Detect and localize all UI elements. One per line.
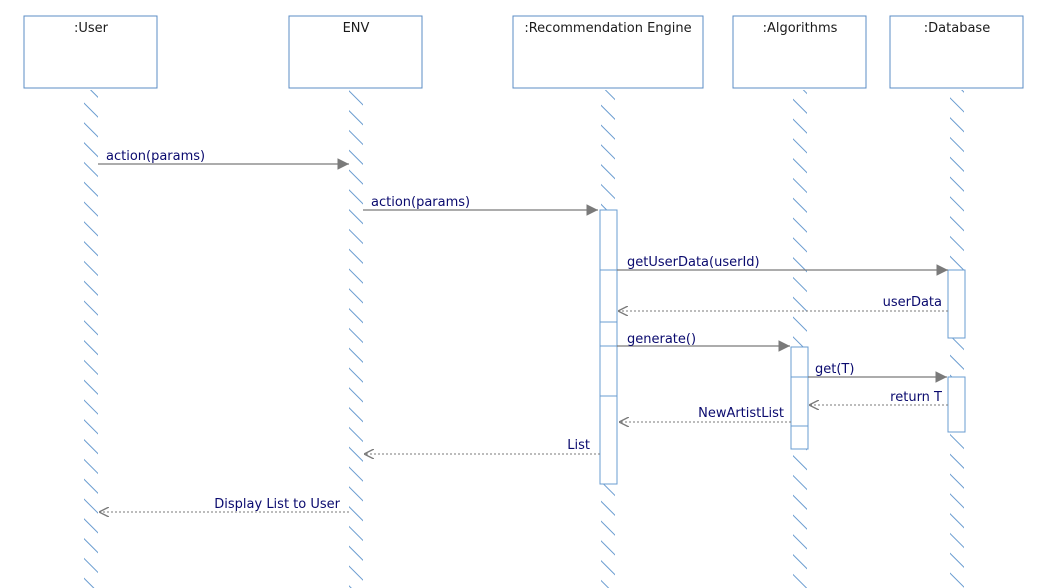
message-4-label: userData (883, 295, 942, 310)
lifeline-env-label: ENV (343, 21, 370, 36)
message-3[interactable]: getUserData(userId) (617, 255, 948, 276)
message-10-label: Display List to User (214, 497, 340, 512)
message-9-label: List (567, 438, 590, 453)
lifeline-user: :User (23, 15, 158, 588)
message-1-label: action(params) (106, 149, 205, 164)
lifeline-algorithms-head[interactable] (732, 15, 867, 89)
message-5[interactable]: generate() (617, 332, 790, 352)
lifeline-database-label: :Database (924, 21, 990, 36)
lifeline-env-line (349, 90, 363, 588)
lifeline-algorithms-label: :Algorithms (763, 21, 838, 36)
lifeline-algorithms-line (793, 90, 807, 588)
activation-algorithms-bar (790, 346, 809, 450)
message-9[interactable]: List (364, 438, 600, 454)
message-7-label: return T (890, 390, 942, 405)
activation-database-bar-2 (947, 376, 966, 433)
lifeline-engine-head[interactable] (512, 15, 704, 89)
lifeline-user-label: :User (74, 21, 109, 36)
message-6-label: get(T) (815, 362, 854, 377)
message-10[interactable]: Display List to User (99, 497, 349, 512)
message-2[interactable]: action(params) (363, 195, 598, 216)
lifeline-env-head[interactable] (288, 15, 423, 89)
message-8[interactable]: NewArtistList (619, 406, 791, 422)
message-7[interactable]: return T (809, 390, 948, 405)
activation-database-bar-1 (947, 269, 966, 339)
activation-engine-bar (599, 209, 618, 485)
activation-database (947, 269, 966, 433)
lifeline-user-head[interactable] (23, 15, 158, 89)
activation-algorithms (790, 346, 809, 450)
message-1[interactable]: action(params) (98, 149, 349, 170)
lifeline-user-line (84, 90, 98, 588)
lifeline-database-line (950, 90, 964, 588)
activation-engine (599, 209, 618, 485)
lifeline-algorithms: :Algorithms (732, 15, 867, 588)
lifeline-database: :Database (889, 15, 1024, 588)
message-8-label: NewArtistList (698, 406, 784, 421)
message-2-label: action(params) (371, 195, 470, 210)
message-5-label: generate() (627, 332, 696, 347)
message-3-label: getUserData(userId) (627, 255, 760, 270)
lifeline-engine-label: :Recommendation Engine (524, 21, 691, 36)
message-4[interactable]: userData (618, 295, 948, 311)
lifeline-database-head[interactable] (889, 15, 1024, 89)
lifeline-env: ENV (288, 15, 423, 588)
message-6[interactable]: get(T) (808, 362, 947, 383)
